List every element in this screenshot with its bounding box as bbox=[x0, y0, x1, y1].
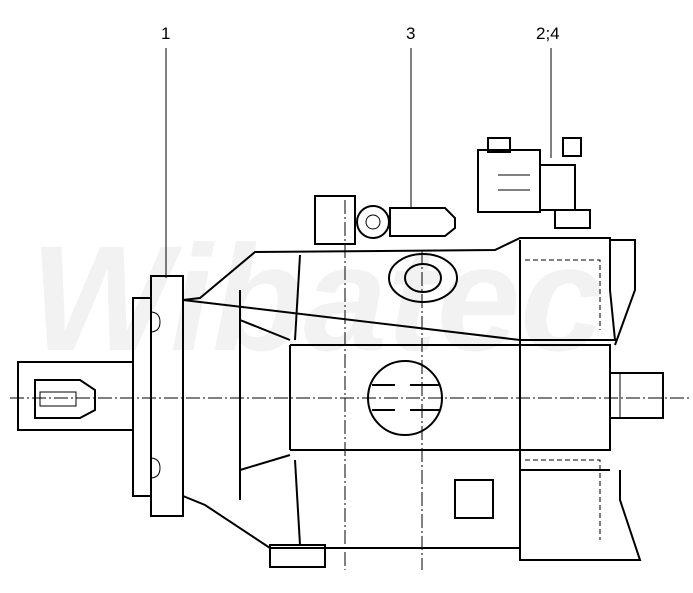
callout-1: 1 bbox=[161, 24, 171, 43]
callout-2-4: 2;4 bbox=[536, 24, 560, 43]
pressure-port bbox=[388, 253, 458, 303]
watermark-logo: Wibatec bbox=[30, 214, 604, 382]
mounting-flange bbox=[132, 275, 184, 517]
control-valve bbox=[314, 195, 456, 245]
callout-3: 3 bbox=[406, 24, 416, 43]
swivel-indicator bbox=[367, 360, 443, 436]
pump-housing bbox=[182, 237, 664, 568]
solenoid-valve bbox=[477, 137, 591, 229]
